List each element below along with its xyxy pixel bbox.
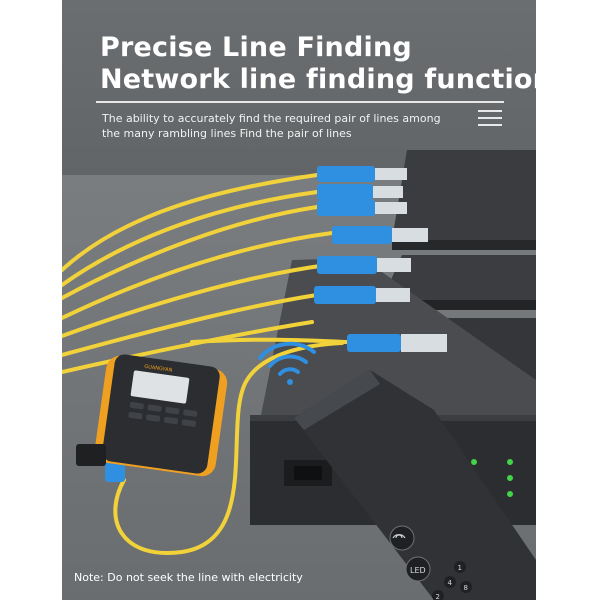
rj45-connector [317, 166, 407, 182]
headline-line-2: Network line finding function [100, 64, 536, 95]
cable [62, 205, 319, 300]
divider [96, 101, 504, 103]
menu-icon[interactable] [478, 110, 502, 126]
cable [62, 231, 334, 320]
network-cables [62, 173, 349, 556]
key-2[interactable]: 2 [436, 593, 440, 600]
cable [62, 263, 329, 338]
line-finding-scene: GUANGYAN LED 1 4 8 2 [62, 150, 536, 600]
tester-port-cover [76, 444, 106, 466]
cable [62, 190, 319, 287]
rj45-connector [317, 200, 407, 216]
led-button[interactable] [405, 556, 431, 582]
rj45-connector [314, 286, 410, 304]
cable [190, 337, 349, 344]
safety-note: Note: Do not seek the line with electric… [74, 571, 303, 584]
cable [62, 293, 319, 357]
cable-tester-device: GUANGYAN [76, 354, 228, 477]
key-4[interactable]: 4 [448, 579, 453, 587]
cable [62, 173, 319, 272]
handheld-probe: LED 1 4 8 2 [294, 370, 536, 600]
wireless-signal-icon [258, 341, 316, 385]
tester-cable [113, 341, 344, 556]
rj45-connector [347, 334, 447, 352]
description-text: The ability to accurately find the requi… [102, 112, 441, 140]
product-poster: GUANGYAN LED 1 4 8 2 Precise [62, 0, 536, 600]
key-8[interactable]: 8 [464, 584, 468, 592]
headline-line-1: Precise Line Finding [100, 32, 412, 63]
tester-screen [130, 370, 190, 404]
rj45-connector [317, 256, 411, 274]
led-label: LED [410, 566, 426, 575]
rj45-connector [317, 184, 403, 200]
rj45-connector [332, 226, 428, 244]
key-1[interactable]: 1 [458, 564, 462, 572]
tester-brand: GUANGYAN [144, 364, 173, 374]
sound-icon [392, 534, 406, 539]
rj45-connectors [105, 166, 447, 482]
